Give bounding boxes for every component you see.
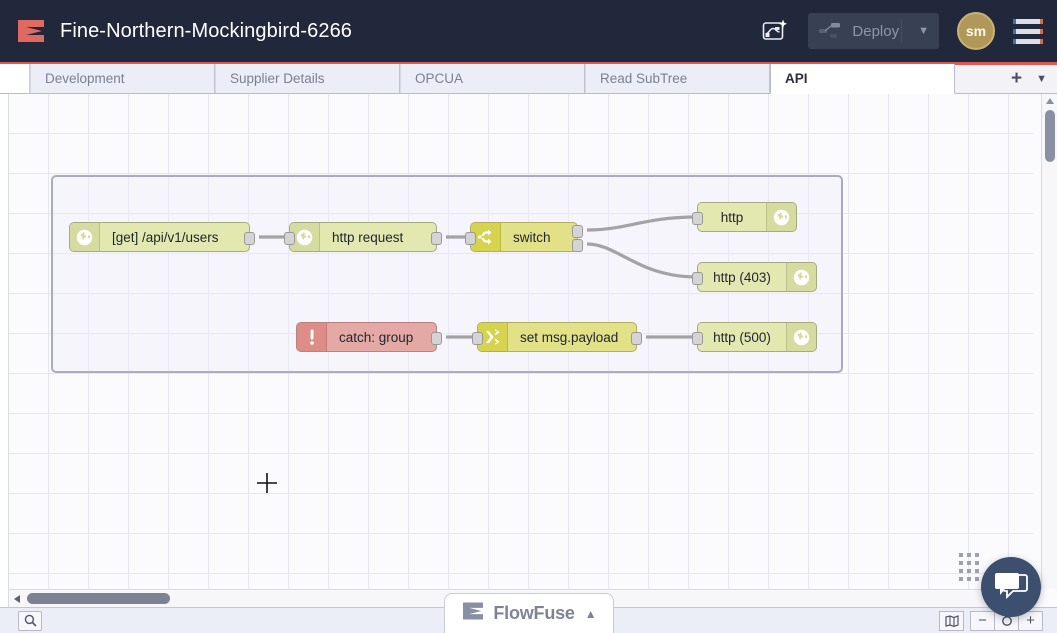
chat-bubble-icon[interactable] [981, 557, 1041, 617]
node-change-set-payload[interactable]: set msg.payload [472, 322, 642, 352]
tab-read-subtree[interactable]: Read SubTree [585, 64, 770, 93]
page-title: Fine-Northern-Mockingbird-6266 [60, 19, 353, 42]
flow-canvas-workspace[interactable]: [get] /api/v1/users http request [0, 94, 1057, 607]
node-http-request[interactable]: http request [284, 222, 442, 252]
globe-icon [290, 223, 320, 251]
horizontal-scroll-thumb[interactable] [27, 593, 170, 604]
chevron-down-icon[interactable]: ▼ [918, 25, 929, 37]
node-http-in[interactable]: [get] /api/v1/users [69, 222, 255, 252]
node-label: catch: group [339, 329, 414, 345]
zoom-in-icon[interactable]: + [1018, 610, 1043, 631]
zoom-out-icon[interactable]: − [970, 610, 995, 631]
deploy-nodes-icon [818, 21, 844, 41]
node-label: http [720, 209, 744, 225]
node-input-port[interactable] [472, 332, 483, 345]
globe-icon [786, 263, 816, 291]
drag-handle-dots-icon[interactable] [959, 553, 979, 581]
header-accent-bar [0, 62, 1057, 65]
node-http-response-200[interactable]: http [692, 202, 797, 232]
globe-icon [786, 323, 816, 351]
node-input-port[interactable] [692, 332, 703, 345]
scroll-up-arrow-icon[interactable] [1046, 98, 1054, 104]
avatar[interactable]: sm [957, 12, 995, 50]
tab-gutter [0, 64, 30, 93]
crosshair-cursor [255, 471, 279, 495]
node-input-port[interactable] [692, 212, 703, 225]
tab-supplier-details[interactable]: Supplier Details [215, 64, 400, 93]
deploy-label: Deploy [852, 22, 900, 40]
warning-exclamation-icon [297, 323, 327, 351]
flowfuse-logo-icon [16, 18, 46, 44]
canvas-vertical-scrollbar[interactable] [1041, 94, 1057, 589]
chevron-down-icon[interactable]: ▼ [1036, 72, 1047, 85]
status-bar-actions: − + [939, 610, 1057, 631]
globe-icon [766, 203, 796, 231]
node-switch[interactable]: switch [465, 222, 583, 252]
deploy-divider [901, 19, 903, 43]
node-http-response-500[interactable]: http (500) [692, 322, 817, 352]
hamburger-menu-icon[interactable] [1013, 18, 1043, 44]
node-output-port[interactable] [244, 232, 255, 245]
flowfuse-label: FlowFuse [493, 603, 575, 623]
vertical-scroll-thumb[interactable] [1045, 110, 1055, 162]
node-label: [get] /api/v1/users [112, 229, 219, 245]
ai-flow-sparkle-icon[interactable] [752, 11, 796, 51]
node-http-response-403[interactable]: http (403) [692, 262, 817, 292]
add-tab-icon[interactable]: + [1011, 68, 1023, 89]
tab-bar-actions: + ▼ [1011, 64, 1057, 93]
node-output-port[interactable] [631, 332, 642, 345]
node-catch-group[interactable]: catch: group [296, 322, 442, 352]
node-input-port[interactable] [692, 272, 703, 285]
scroll-left-arrow-icon[interactable] [14, 595, 20, 603]
globe-icon [70, 223, 100, 251]
search-icon[interactable] [18, 610, 42, 631]
chevron-up-icon[interactable]: ▲ [584, 606, 597, 621]
deploy-button[interactable]: Deploy ▼ [808, 13, 939, 49]
canvas-grid[interactable]: [get] /api/v1/users http request [9, 94, 1033, 589]
node-label: set msg.payload [520, 329, 619, 345]
node-label: http request [332, 229, 404, 245]
canvas-left-gutter [0, 94, 9, 607]
node-input-port[interactable] [465, 232, 476, 245]
node-output-port-0[interactable] [572, 225, 583, 238]
flowfuse-footer-tab[interactable]: FlowFuse ▲ [444, 593, 614, 633]
tab-opcua[interactable]: OPCUA [400, 64, 585, 93]
node-label: switch [513, 229, 551, 245]
node-output-port[interactable] [431, 332, 442, 345]
menu-line [1013, 28, 1043, 34]
change-icon [478, 323, 508, 351]
menu-line [1013, 18, 1043, 24]
app-header: Fine-Northern-Mockingbird-6266 [0, 0, 1057, 62]
map-navigator-icon[interactable] [939, 610, 964, 631]
node-input-port[interactable] [284, 232, 295, 245]
header-actions: Deploy ▼ sm [752, 11, 1057, 51]
node-output-port[interactable] [431, 232, 442, 245]
node-label: http (500) [713, 329, 771, 345]
flow-tab-bar: Development Supplier Details OPCUA Read … [0, 64, 1057, 94]
tab-development[interactable]: Development [30, 64, 215, 93]
flowfuse-logo-icon [461, 601, 485, 626]
node-label: http (403) [713, 269, 771, 285]
tab-api[interactable]: API [770, 64, 955, 94]
menu-line [1013, 38, 1043, 44]
switch-icon [471, 223, 501, 251]
node-output-port-1[interactable] [572, 239, 583, 252]
